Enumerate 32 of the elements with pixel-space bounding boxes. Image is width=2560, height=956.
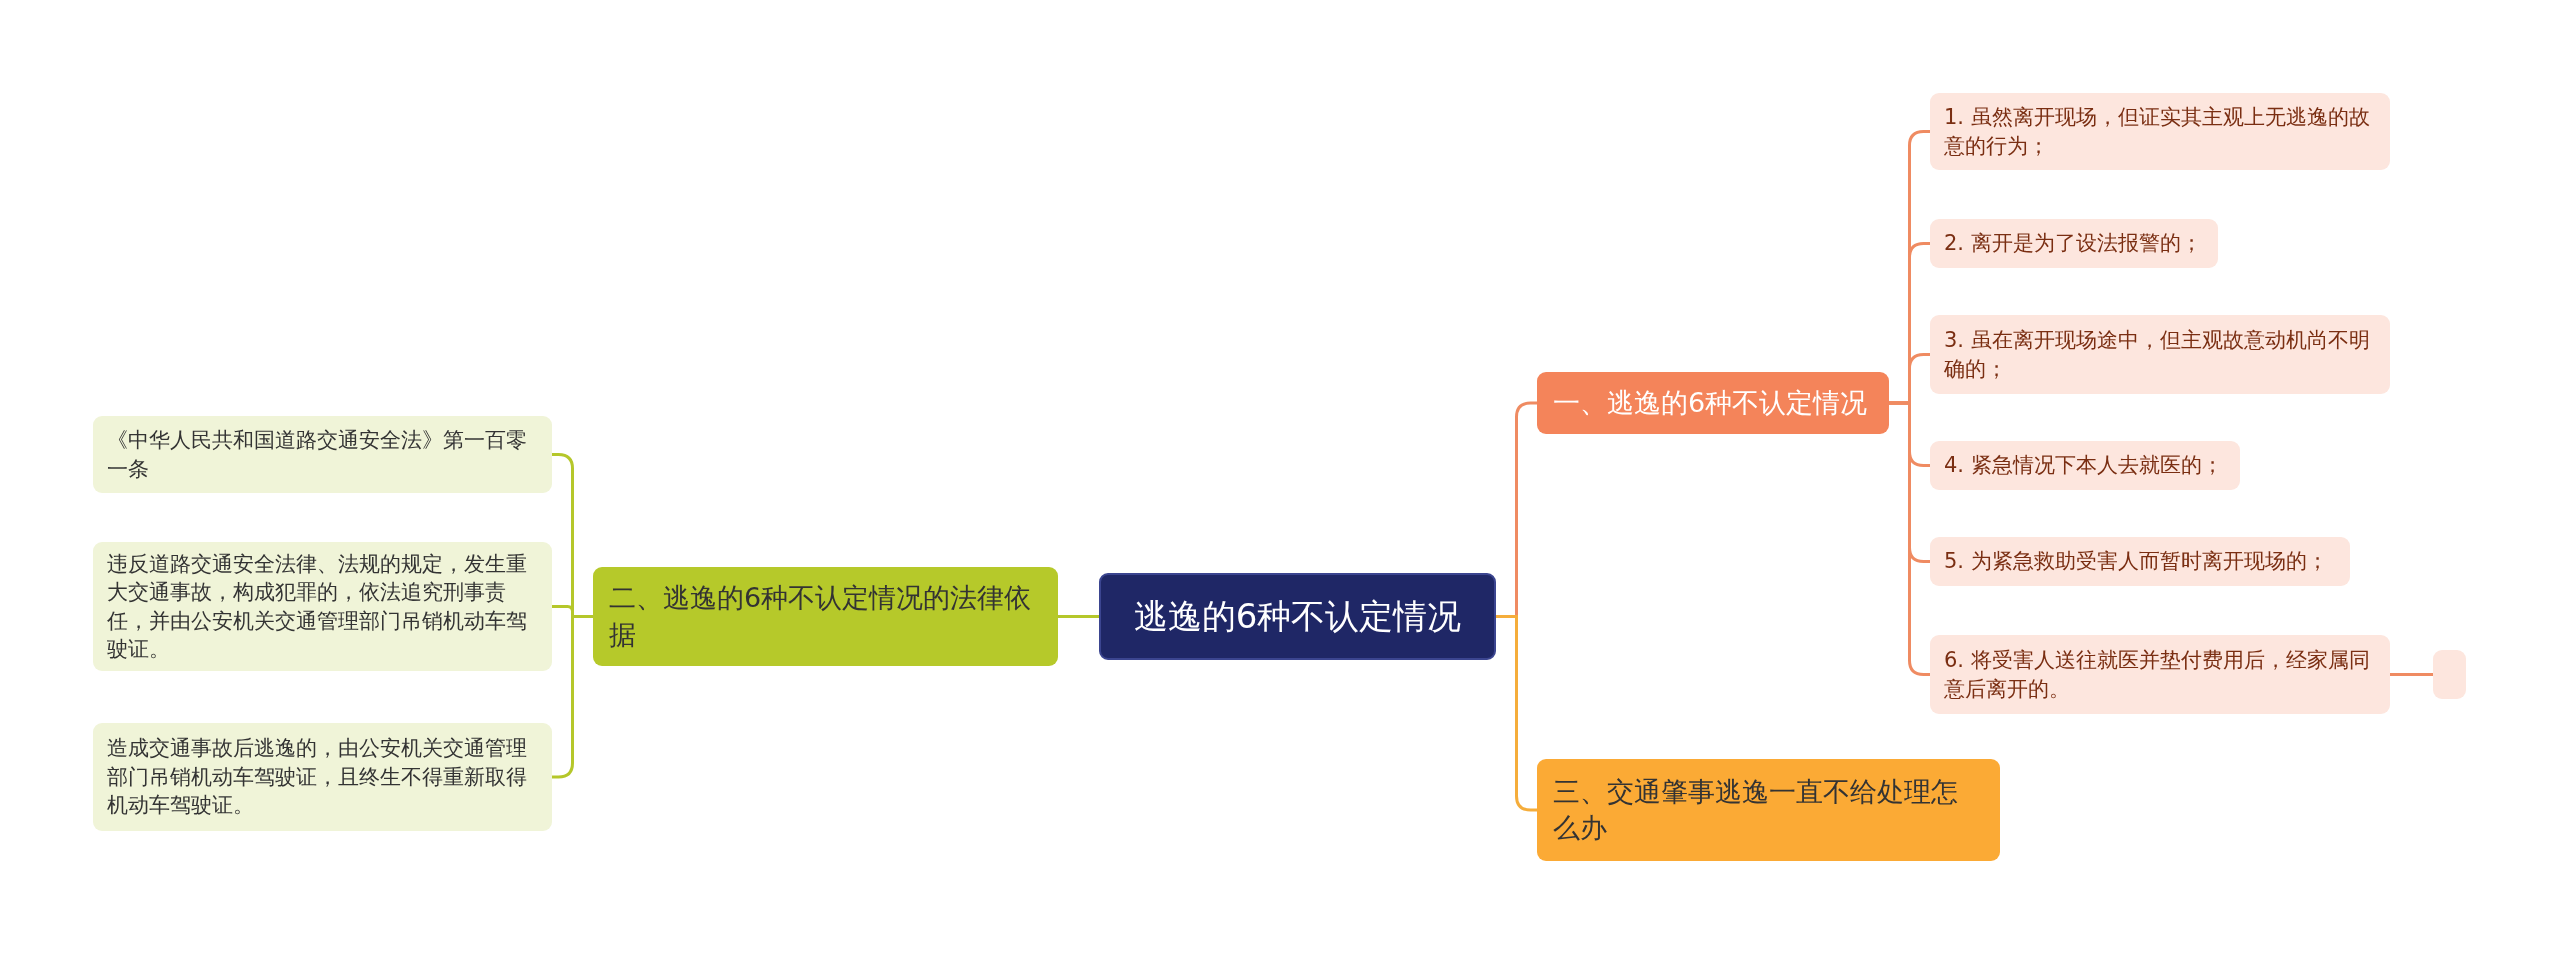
central-topic (1099, 573, 1496, 660)
connector-line (1058, 615, 1099, 618)
topic-text: 3. 虽在离开现场途中，但主观故意动机尚不明确的； (1944, 327, 2371, 383)
branch-topic (1537, 372, 1889, 434)
topic-text: 4. 紧急情况下本人去就医的； (1944, 452, 2223, 480)
subtopic-box (1930, 441, 2240, 490)
branch-topic (1537, 759, 2000, 861)
topic-text: 6. 将受害人送往就医并垫付费用后，经家属同意后离开的。 (1944, 647, 2371, 703)
topic-text: 2. 离开是为了设法报警的； (1944, 230, 2202, 258)
connector-line (2390, 673, 2433, 676)
empty-subtopic-box (2433, 650, 2466, 699)
topic-text: 逃逸的6种不认定情况 (1133, 594, 1462, 638)
topic-text: 二、逃逸的6种不认定情况的法律依据 (609, 581, 1033, 652)
subtopic-box (1930, 93, 2390, 170)
topic-text: 三、交通肇事逃逸一直不给处理怎么办 (1553, 774, 1959, 845)
subtopic-box (93, 723, 552, 831)
topic-text: 《中华人民共和国道路交通安全法》第一百零一条 (107, 427, 528, 483)
topic-text: 1. 虽然离开现场，但证实其主观上无逃逸的故意的行为； (1944, 104, 2371, 160)
topic-text: 违反道路交通安全法律、法规的规定，发生重大交通事故，构成犯罪的，依法追究刑事责任，并由公安机关交通管理部门吊销机动车驾驶证。 (107, 551, 528, 664)
connector-line (552, 615, 593, 779)
topic-text: 5. 为紧急救助受害人而暂时离开现场的； (1944, 548, 2328, 576)
subtopic-box (1930, 219, 2218, 268)
subtopic-box (1930, 635, 2390, 714)
topic-text: 造成交通事故后逃逸的，由公安机关交通管理部门吊销机动车驾驶证，且终生不得重新取得机动车驾驶证。 (107, 735, 528, 820)
subtopic-box (1930, 315, 2390, 394)
connector-line (1889, 401, 1930, 676)
subtopic-box (93, 542, 552, 672)
connector-line (1496, 615, 1537, 812)
branch-topic (593, 567, 1058, 666)
topic-text: 一、逃逸的6种不认定情况 (1553, 385, 1868, 420)
subtopic-box (1930, 537, 2350, 586)
subtopic-box (93, 416, 552, 493)
